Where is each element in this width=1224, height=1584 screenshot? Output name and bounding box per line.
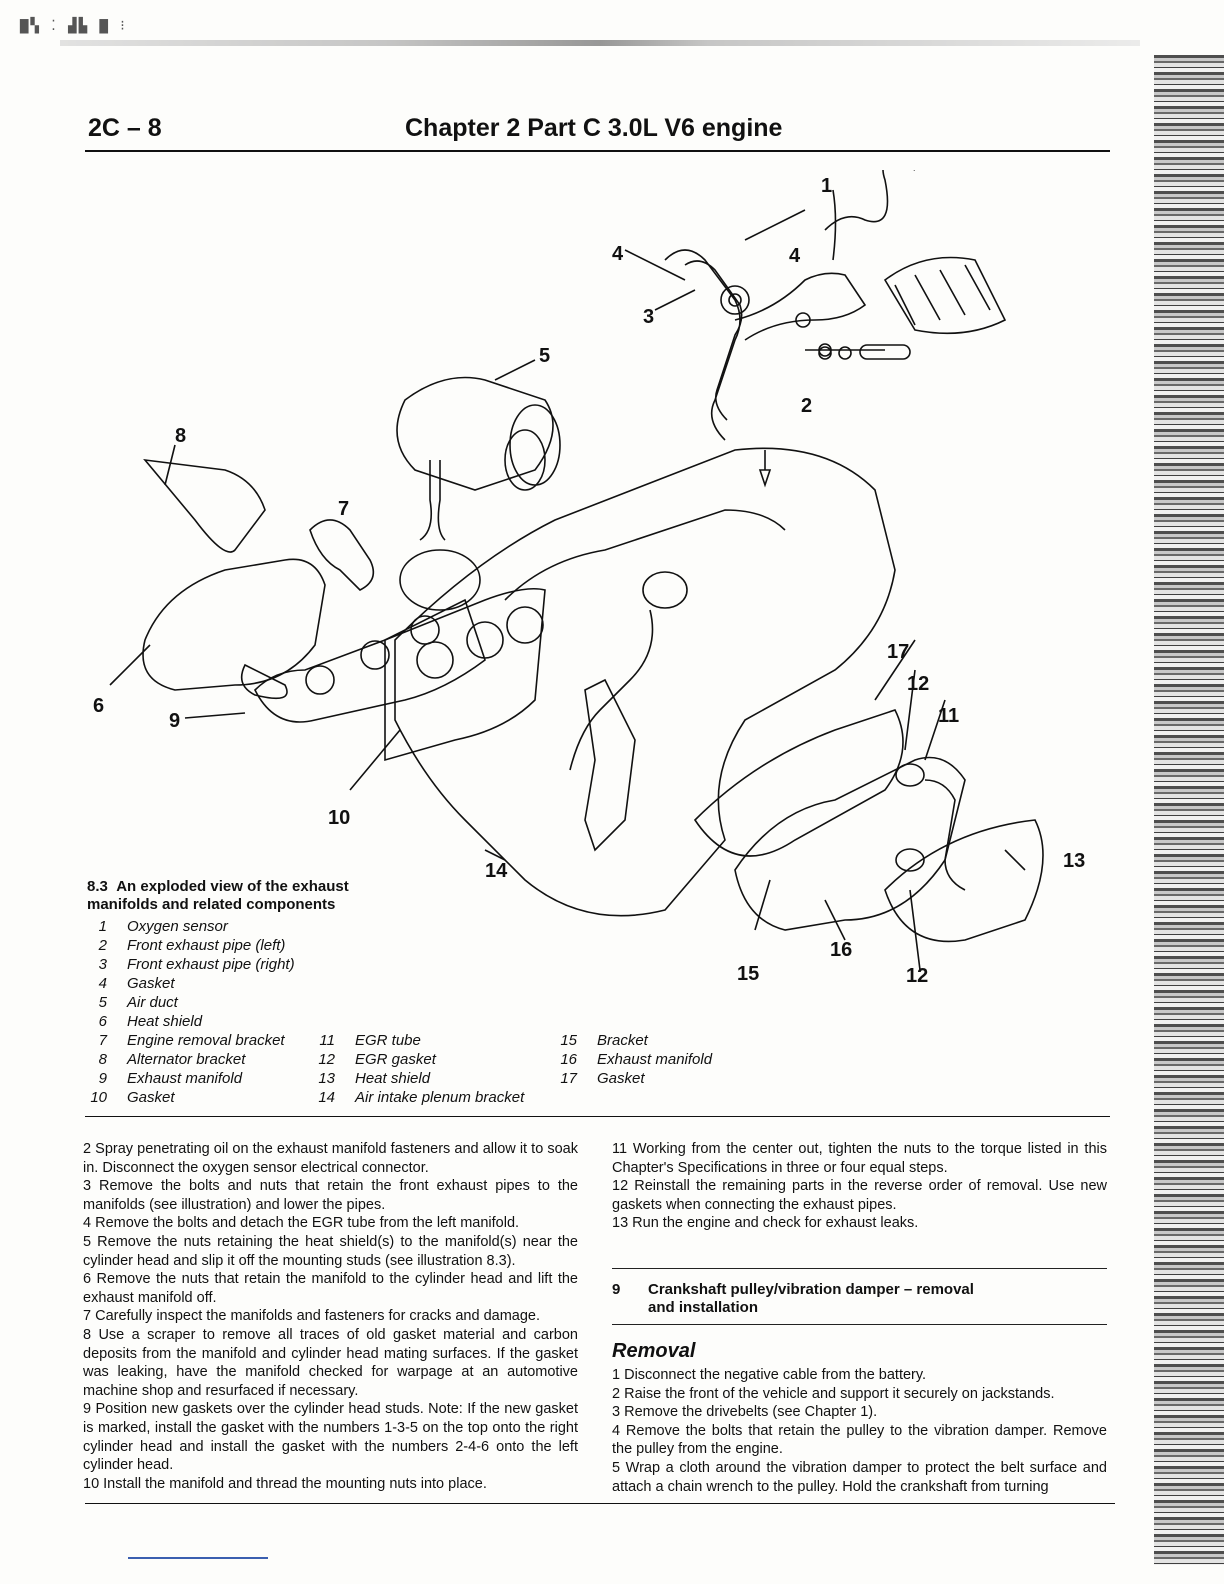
bottom-blue-line (128, 1557, 268, 1559)
callout-2: 2 (801, 395, 812, 417)
callout-17: 17 (887, 641, 909, 663)
subheading-removal: Removal (612, 1340, 696, 1362)
callout-12a: 12 (907, 673, 929, 695)
section-number: 9 (612, 1281, 621, 1298)
callout-8: 8 (175, 425, 186, 447)
callout-7: 7 (338, 498, 349, 520)
right-text-column-top: 11 Working from the center out, tighten … (612, 1140, 1107, 1233)
chapter-title: Chapter 2 Part C 3.0L V6 engine (405, 114, 783, 142)
figure-caption-text: An exploded view of the exhaust manifold… (87, 878, 349, 913)
heat-shield-right-drawing (884, 819, 1044, 943)
engine-removal-bracket-drawing (309, 519, 375, 591)
step-paragraph: 11 Working from the center out, tighten … (612, 1141, 1107, 1176)
scan-artifact-line (60, 40, 1140, 46)
egr-tube-drawing (924, 779, 966, 891)
engine-block-drawing (394, 447, 896, 917)
callout-10: 10 (328, 807, 350, 829)
step-paragraph: 3 Remove the bolts and nuts that retain … (83, 1178, 578, 1213)
section-top-rule (612, 1268, 1107, 1269)
footer-rule (85, 1503, 1115, 1504)
step-paragraph: 8 Use a scraper to remove all traces of … (83, 1326, 578, 1399)
callout-5: 5 (539, 345, 550, 367)
step-paragraph: 5 Remove the nuts retaining the heat shi… (83, 1233, 578, 1269)
step-paragraph: 4 Remove the bolts that retain the pulle… (612, 1422, 1107, 1458)
callout-1: 1 (821, 175, 832, 197)
callout-4b: 4 (789, 245, 801, 267)
step-paragraph: 1 Disconnect the negative cable from the… (612, 1367, 927, 1383)
figure-caption-number: 8.3 (87, 878, 108, 895)
callout-14: 14 (485, 860, 508, 882)
step-paragraph: 13 Run the engine and check for exhaust … (612, 1215, 919, 1232)
step-paragraph: 3 Remove the drivebelts (see Chapter 1). (612, 1404, 878, 1421)
step-paragraph: 9 Position new gaskets over the cylinder… (83, 1401, 578, 1474)
air-intake-plenum-bracket-drawing (584, 678, 636, 852)
exhaust-manifold-right-drawing (693, 709, 904, 857)
callout-12b: 12 (906, 965, 928, 987)
section-bottom-rule (612, 1324, 1107, 1325)
scan-page-edge (1154, 55, 1224, 1565)
alternator-bracket-drawing (143, 458, 266, 553)
callout-3: 3 (643, 306, 654, 328)
callout-9: 9 (169, 710, 180, 732)
page-number: 2C – 8 (88, 114, 162, 142)
step-paragraph: 4 Remove the bolts and detach the EGR tu… (83, 1215, 520, 1232)
left-text-column: 2 Spray penetrating oil on the exhaust m… (83, 1140, 578, 1493)
figure-caption-title: 8.3 An exploded view of the exhaust mani… (87, 878, 407, 914)
section-title-line-2: and installation (648, 1299, 759, 1316)
air-duct-drawing (396, 376, 554, 491)
exhaust-manifold-left-drawing (254, 598, 486, 723)
callout-16: 16 (830, 939, 852, 961)
callout-15: 15 (737, 963, 759, 985)
section-title-line-1: Crankshaft pulley/vibration damper – rem… (648, 1281, 974, 1298)
gasket-left-drawing (384, 587, 546, 762)
front-exhaust-pipe-drawing (664, 249, 741, 441)
callout-13: 13 (1063, 850, 1085, 872)
callout-6: 6 (93, 695, 104, 717)
callout-11: 11 (938, 705, 959, 727)
heat-shield-left-drawing (142, 558, 326, 691)
step-paragraph: 5 Wrap a cloth around the vibration damp… (612, 1459, 1107, 1495)
header-rule (85, 150, 1110, 152)
gasket-right-drawing (734, 756, 966, 931)
step-paragraph: 2 Spray penetrating oil on the exhaust m… (83, 1141, 578, 1176)
exploded-view-illustration: 1 2 3 4 4 5 6 7 8 9 10 11 12 12 13 14 15… (93, 170, 1085, 987)
right-text-column-bottom: 1 Disconnect the negative cable from the… (612, 1366, 1107, 1496)
figure-bottom-rule (85, 1116, 1110, 1117)
step-paragraph: 6 Remove the nuts that retain the manifo… (83, 1271, 578, 1306)
step-paragraph: 12 Reinstall the remaining parts in the … (612, 1178, 1107, 1213)
callout-4a: 4 (612, 243, 624, 265)
catalytic-converter-drawing (883, 256, 1007, 335)
step-paragraph: 7 Carefully inspect the manifolds and fa… (83, 1308, 540, 1325)
step-paragraph: 10 Install the manifold and thread the m… (83, 1475, 487, 1492)
step-paragraph: 2 Raise the front of the vehicle and sup… (612, 1385, 1055, 1402)
oxygen-sensor-wire-drawing (824, 170, 915, 231)
scan-artifact-marks: ▇▚ ⁚ ▟▙ ▇ ⁝ (20, 18, 127, 34)
section-heading: 9 Crankshaft pulley/vibration damper – re… (612, 1281, 974, 1317)
